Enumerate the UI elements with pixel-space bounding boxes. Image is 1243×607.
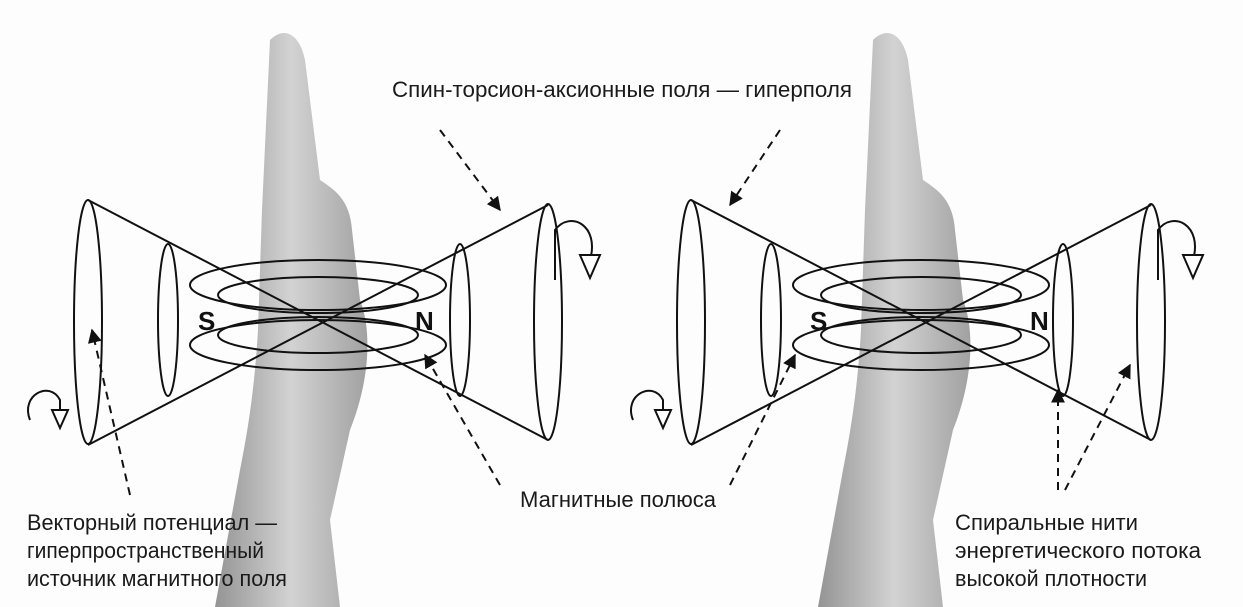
svg-text:Векторный потенциал —: Векторный потенциал —	[27, 510, 277, 535]
arrow-hyperfield-left	[439, 129, 501, 212]
north-pole-left: N	[415, 306, 434, 336]
label-magnetic-poles: Магнитные полюса	[520, 487, 717, 512]
south-pole-left: S	[198, 306, 215, 336]
label-hyperfields: Спин-торсион-аксионные поля — гиперполя	[392, 77, 852, 102]
svg-text:гиперпространственный: гиперпространственный	[27, 538, 264, 563]
arrow-spiral-2	[1064, 363, 1131, 491]
arrow-pole-right	[729, 353, 796, 486]
arrow-hyperfield-right	[729, 129, 781, 207]
arrow-pole-left	[424, 353, 501, 486]
label-vector-potential: Векторный потенциал — гиперпространствен…	[27, 510, 287, 591]
svg-text:источник магнитного поля: источник магнитного поля	[27, 566, 287, 591]
south-pole-right: S	[810, 306, 827, 336]
arrow-vector-potential	[88, 328, 131, 496]
label-spiral-threads: Спиральные нити энергетического потока в…	[955, 510, 1202, 591]
svg-text:энергетического потока: энергетического потока	[955, 538, 1202, 563]
svg-text:высокой плотности: высокой плотности	[955, 566, 1147, 591]
north-pole-right: N	[1030, 306, 1049, 336]
svg-text:Спиральные нити: Спиральные нити	[955, 510, 1138, 535]
